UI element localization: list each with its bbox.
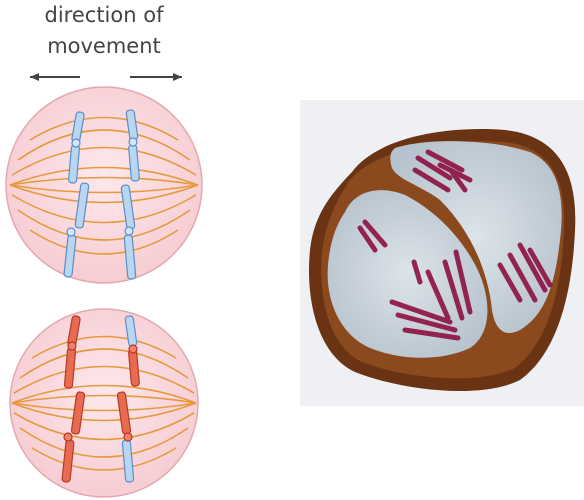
- spindle-fibres: [11, 335, 197, 471]
- chromosomes-blue: [63, 109, 140, 280]
- chromosomes-red: [61, 315, 140, 483]
- micrograph-photo: [300, 100, 584, 406]
- label-line-1: direction of: [44, 3, 164, 27]
- stained-chromosomes: [357, 149, 553, 341]
- chromosome-segments-blue: [121, 315, 138, 483]
- spindle-fibres: [9, 116, 199, 255]
- top-cell-diagram: [5, 86, 203, 284]
- label-line-2: movement: [47, 34, 161, 58]
- upper-right-daughter-cell: [390, 141, 562, 334]
- direction-of-movement-label: direction of movement: [0, 0, 208, 62]
- cell-membrane: [9, 308, 199, 498]
- bottom-cell-diagram: [9, 308, 199, 498]
- cell-membrane: [5, 86, 203, 284]
- centromeres-red: [63, 341, 138, 442]
- centromeres-blue: [66, 137, 138, 237]
